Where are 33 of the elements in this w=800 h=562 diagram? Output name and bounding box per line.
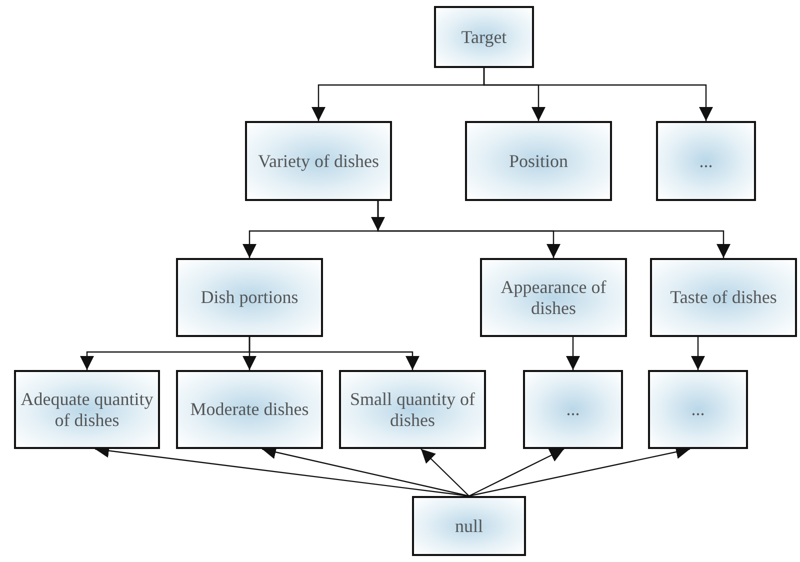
box-label: ... (565, 399, 581, 420)
box-label: Variety of dishes (257, 150, 380, 172)
process-box (465, 121, 612, 201)
process-box (656, 121, 756, 201)
process-box (176, 370, 323, 449)
process-box (245, 121, 392, 201)
process-box (523, 370, 623, 449)
arrow (566, 337, 580, 370)
box-label: ... (698, 150, 714, 172)
arrow (248, 337, 420, 370)
box-label: Taste of dishes (669, 287, 778, 308)
arrow (371, 201, 385, 231)
process-box (412, 496, 526, 556)
process-box (14, 370, 160, 449)
box-label: null (454, 516, 484, 536)
box-label: Position (508, 150, 570, 172)
arrow (420, 448, 470, 496)
box-label: ... (690, 399, 706, 420)
box-label: Adequate quantity of dishes (20, 388, 154, 430)
arrow (468, 448, 564, 497)
box-label: Small quantity of dishes (349, 388, 476, 430)
process-box (480, 258, 627, 337)
box-label: Dish portions (200, 287, 300, 308)
box-label: Target (460, 26, 508, 48)
box-label: Appearance of dishes (500, 276, 608, 318)
arrow (691, 337, 705, 370)
arrow (483, 68, 713, 121)
process-box (650, 258, 797, 337)
process-box (176, 258, 323, 337)
process-box (434, 6, 534, 68)
box-label: Moderate dishes (189, 399, 310, 420)
process-box (648, 370, 748, 449)
process-box (339, 370, 486, 449)
